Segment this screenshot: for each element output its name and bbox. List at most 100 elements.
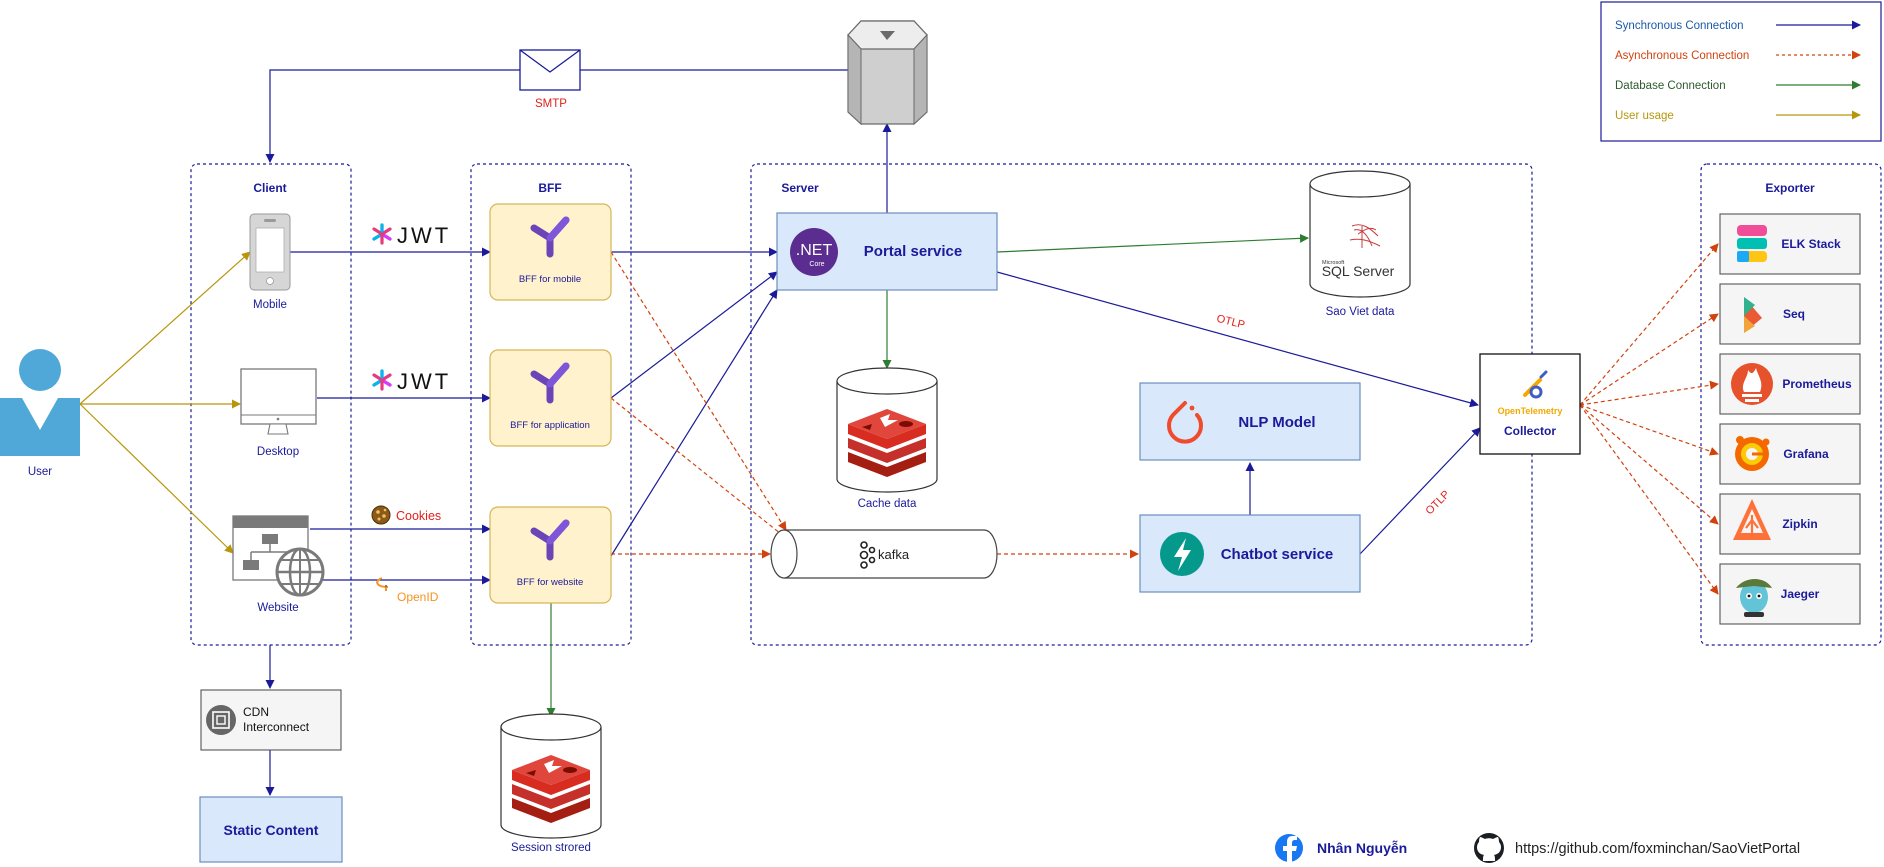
user-label: User xyxy=(28,466,52,478)
zipkin-icon xyxy=(1733,499,1771,540)
nlp-model[interactable]: NLP Model xyxy=(1139,382,1361,461)
footer-author[interactable]: Nhân Nguyễn xyxy=(1317,840,1407,856)
kafka-label: kafka xyxy=(878,547,910,562)
edge-bffweb-portal xyxy=(610,289,778,557)
bff-icon xyxy=(530,519,570,561)
mobile-icon xyxy=(249,213,291,291)
facebook-icon[interactable] xyxy=(1275,834,1303,862)
sql-server-label: SQL Server xyxy=(1322,263,1395,279)
cdn-icon xyxy=(206,705,236,735)
jwt-icon xyxy=(372,369,392,391)
edge-collector-elk xyxy=(1579,243,1719,406)
bff-mobile[interactable]: BFF for mobile xyxy=(489,203,612,301)
prometheus-icon xyxy=(1731,363,1773,405)
cache-database xyxy=(836,367,938,493)
session-database xyxy=(500,713,602,839)
bff-group-title: BFF xyxy=(538,181,561,195)
client-group-title: Client xyxy=(253,181,286,195)
dotnet-core-label: Core xyxy=(809,261,824,268)
collector-label: Collector xyxy=(1504,424,1556,438)
redis-icon xyxy=(848,409,926,477)
kafka-icon xyxy=(859,541,876,569)
legend-async-label: Asynchronous Connection xyxy=(1615,50,1749,62)
legend-sync-label: Synchronous Connection xyxy=(1615,20,1744,32)
sql-caption: Sao Viet data xyxy=(1326,306,1395,318)
exporter-seq-label: Seq xyxy=(1783,307,1805,321)
grafana-icon xyxy=(1735,436,1770,471)
dotnet-icon xyxy=(790,228,838,276)
session-label: Session strored xyxy=(511,842,591,854)
edge-collector-seq xyxy=(1579,313,1719,406)
jwt-label-mobile: JWT xyxy=(397,223,451,248)
redis-icon xyxy=(512,755,590,823)
exporter-group xyxy=(1700,163,1882,646)
cdn-label-line2: Interconnect xyxy=(243,720,310,734)
edge-collector-prometheus xyxy=(1579,380,1719,406)
static-content-label: Static Content xyxy=(224,822,319,838)
exporter-prometheus[interactable]: Prometheus xyxy=(1719,353,1861,415)
dotnet-label: .NET xyxy=(796,242,833,259)
legend-usage-label: User usage xyxy=(1615,110,1674,122)
elk-icon xyxy=(1737,225,1767,262)
otlp-label-chatbot: OTLP xyxy=(1423,488,1452,517)
opentelemetry-label: OpenTelemetry xyxy=(1498,406,1563,416)
chatbot-service[interactable]: Chatbot service xyxy=(1139,514,1361,593)
edge-portal-collector xyxy=(996,271,1479,408)
cookie-icon xyxy=(371,505,391,525)
bff-application[interactable]: BFF for application xyxy=(489,349,612,447)
edge-bffapp-kafka xyxy=(610,397,787,539)
exporter-zipkin[interactable]: Zipkin xyxy=(1719,493,1861,555)
edge-collector-jaeger xyxy=(1579,404,1719,595)
bff-mobile-label: BFF for mobile xyxy=(519,274,581,285)
sql-server-icon xyxy=(1349,224,1381,248)
openid-label: OpenID xyxy=(397,590,439,604)
seq-icon xyxy=(1744,297,1762,333)
jwt-icon xyxy=(372,223,392,245)
github-icon[interactable] xyxy=(1474,833,1504,863)
website-icon xyxy=(232,515,325,597)
exporter-grafana-label: Grafana xyxy=(1783,447,1829,461)
exporter-jaeger-label: Jaeger xyxy=(1781,587,1820,601)
bff-icon xyxy=(530,362,570,404)
pytorch-icon xyxy=(1167,401,1203,444)
cache-label: Cache data xyxy=(858,498,917,510)
exporter-elk-label: ELK Stack xyxy=(1781,237,1841,251)
mail-icon xyxy=(519,49,581,91)
smtp-label: SMTP xyxy=(535,98,567,110)
portal-service-label: Portal service xyxy=(864,243,962,260)
edge-user-website xyxy=(79,403,234,554)
cdn-interconnect[interactable]: CDN Interconnect xyxy=(200,689,342,751)
edge-collector-zipkin xyxy=(1579,404,1719,525)
exporter-elk-stack[interactable]: ELK Stack xyxy=(1719,213,1861,275)
sql-microsoft-label: Microsoft xyxy=(1322,260,1345,266)
exporter-grafana[interactable]: Grafana xyxy=(1719,423,1861,485)
bff-application-label: BFF for application xyxy=(510,420,590,431)
edge-chatbot-collector xyxy=(1359,427,1481,555)
kafka-queue: kafka xyxy=(770,529,998,579)
bff-website[interactable]: BFF for website xyxy=(489,506,612,604)
edge-bffmobile-kafka xyxy=(610,251,787,531)
mobile-label: Mobile xyxy=(253,299,287,311)
server-group-title: Server xyxy=(781,181,819,195)
nlp-model-label: NLP Model xyxy=(1238,414,1315,431)
edge-smtp-client xyxy=(265,69,848,163)
bff-website-label: BFF for website xyxy=(517,577,584,588)
otel-collector[interactable]: OpenTelemetry Collector xyxy=(1479,353,1581,455)
openid-icon xyxy=(376,577,389,591)
opentelemetry-icon xyxy=(1523,370,1548,399)
static-content[interactable]: Static Content xyxy=(199,796,343,863)
exporter-seq[interactable]: Seq xyxy=(1719,283,1861,345)
cdn-label-line1: CDN xyxy=(243,705,269,719)
exporter-group-title: Exporter xyxy=(1765,181,1815,195)
chatbot-service-label: Chatbot service xyxy=(1221,546,1334,563)
exporter-jaeger[interactable]: Jaeger xyxy=(1719,563,1861,625)
user-icon xyxy=(0,349,80,456)
bff-icon xyxy=(530,216,570,258)
lightning-icon xyxy=(1174,538,1191,571)
legend-db-label: Database Connection xyxy=(1615,80,1726,92)
exporter-prometheus-label: Prometheus xyxy=(1782,377,1852,391)
portal-service[interactable]: .NET Core Portal service xyxy=(776,212,998,291)
server-group xyxy=(750,163,1533,646)
footer-repo-link[interactable]: https://github.com/foxminchan/SaoVietPor… xyxy=(1515,841,1800,857)
